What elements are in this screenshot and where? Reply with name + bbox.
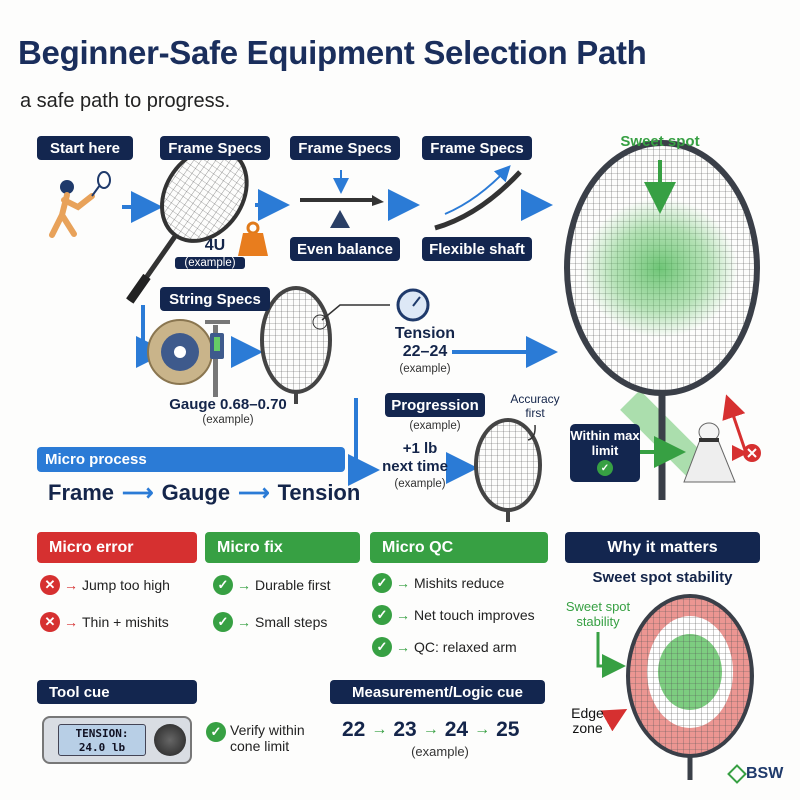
tension-meter-device: TENSION:24.0 lb: [42, 716, 192, 764]
qc-item: ✓→QC: relaxed arm: [372, 637, 517, 657]
tool-cue-label: Tool cue: [37, 680, 197, 704]
x-icon: ✕: [40, 575, 60, 595]
micro-process-steps: Frame ⟶ Gauge ⟶ Tension: [48, 480, 360, 506]
check-icon: ✓: [213, 612, 233, 632]
string-spool-icon: [147, 319, 213, 385]
step-line1: +1 lb: [402, 440, 438, 457]
qc-item: ✓→Mishits reduce: [372, 573, 504, 593]
shaft-label: Flexible shaft: [422, 237, 532, 261]
start-label: Start here: [37, 136, 133, 160]
shuttlecock-icon: [683, 422, 736, 483]
x-icon: ✕: [40, 612, 60, 632]
frame-specs-label: Frame Specs: [160, 136, 270, 160]
check-icon: ✓: [372, 573, 392, 593]
check-icon: ✓: [597, 460, 613, 476]
check-icon: ✓: [372, 637, 392, 657]
measurement-sequence: 22→ 23→ 24→ 25: [342, 718, 520, 741]
micro-fix-header: Micro fix: [205, 532, 360, 563]
arrow-icon: ⟶: [238, 480, 270, 505]
fix-item: ✓→Small steps: [213, 612, 327, 632]
racket-icon: [474, 418, 542, 522]
balance-icon: [300, 170, 384, 228]
error-x-icon: [743, 444, 761, 462]
within-limit-label: Within max limit: [570, 428, 640, 458]
tension-note: (example): [399, 363, 451, 375]
racket-icon: [260, 286, 332, 404]
progression-note: (example): [409, 420, 461, 432]
balance-label: Even balance: [290, 237, 400, 261]
gauge-value: Gauge 0.68–0.70: [169, 396, 287, 413]
check-icon: ✓: [372, 605, 392, 625]
verify-item: ✓Verify within cone limit: [206, 722, 320, 754]
flow-arrow: [348, 398, 380, 486]
badminton-player-icon: [49, 171, 111, 238]
caliper-icon: [205, 320, 230, 397]
tension-gauge-icon: [312, 288, 430, 330]
check-icon: ✓: [213, 575, 233, 595]
gauge-note: (example): [202, 414, 254, 426]
measurement-note: (example): [411, 744, 469, 759]
device-knob: [154, 724, 186, 756]
process-step: Frame: [48, 480, 115, 505]
progression-label: Progression: [385, 393, 485, 417]
tension-range: 22–24: [402, 343, 448, 360]
device-display: TENSION:24.0 lb: [58, 724, 146, 756]
page-subtitle: a safe path to progress.: [20, 90, 231, 112]
sweet-spot-label: Sweet spot: [620, 133, 700, 150]
flow-arrow: [136, 305, 168, 368]
weight-note: (example): [175, 257, 245, 269]
flex-shaft-icon: [434, 165, 522, 231]
within-limit-box: Within max limit ✓: [570, 424, 640, 482]
why-heading: Sweet spot stability: [592, 569, 733, 586]
micro-process-label: Micro process: [37, 447, 345, 472]
why-header: Why it matters: [565, 532, 760, 563]
check-icon: ✓: [206, 722, 226, 742]
accuracy-label: Accuracy first: [510, 392, 560, 420]
step-note: (example): [394, 478, 446, 490]
error-item: ✕→Jump too high: [40, 575, 170, 595]
error-item: ✕→Thin + mishits: [40, 612, 169, 632]
bsw-logo: BSW: [727, 764, 783, 784]
arrow-icon: ⟶: [122, 480, 154, 505]
frame-specs-label: Frame Specs: [290, 136, 400, 160]
process-step: Tension: [277, 480, 361, 505]
measurement-label: Measurement/Logic cue: [330, 680, 545, 704]
string-specs-label: String Specs: [160, 287, 270, 311]
page-title: Beginner-Safe Equipment Selection Path: [18, 34, 647, 71]
micro-qc-header: Micro QC: [370, 532, 548, 563]
weight-value: 4U: [204, 237, 226, 254]
qc-item: ✓→Net touch improves: [372, 605, 535, 625]
step-line2: next time: [382, 458, 448, 475]
micro-error-header: Micro error: [37, 532, 197, 563]
frame-specs-label: Frame Specs: [422, 136, 532, 160]
fix-item: ✓→Durable first: [213, 575, 330, 595]
tension-title: Tension: [394, 325, 456, 342]
edge-zone-label: Edge zone: [571, 705, 604, 736]
sweet-spot-stability-label: Sweet spot stability: [565, 599, 631, 629]
process-step: Gauge: [161, 480, 231, 505]
